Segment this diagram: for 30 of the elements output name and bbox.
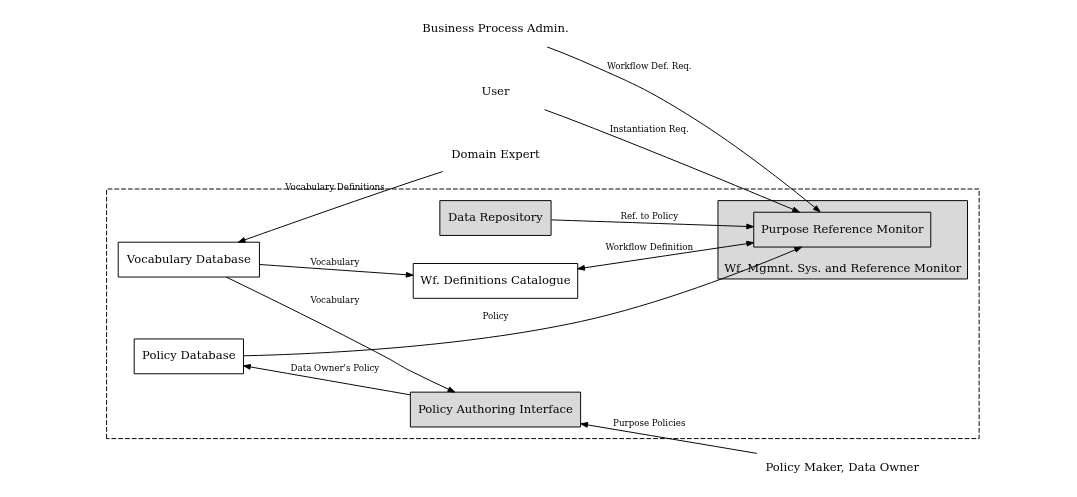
node-box: Vocabulary Database: [117, 241, 260, 278]
node-box: Wf. Definitions Catalogue: [412, 263, 578, 299]
node-text: Domain Expert: [450, 147, 540, 162]
node-text: Business Process Admin.: [421, 21, 569, 36]
edge-label: Purpose Policies: [612, 418, 685, 429]
arrow: [258, 264, 414, 278]
node-box: Policy Database: [133, 338, 244, 375]
arrow: [579, 422, 757, 454]
edge-label: Ref. to Policy: [619, 211, 678, 222]
edge-label: Workflow Definition: [604, 242, 693, 253]
node-box: Data Repository: [438, 200, 552, 236]
arrow: [543, 109, 800, 213]
edge-label: Data Owner's Policy: [290, 363, 379, 374]
arrow: [550, 219, 754, 230]
arrow: [242, 246, 802, 357]
node-text: User: [480, 84, 510, 99]
edge-label: Instantiation Req.: [609, 124, 689, 135]
node-box: Purpose Reference Monitor: [752, 211, 931, 248]
node-text: Policy Maker, Data Owner: [764, 459, 919, 474]
arrow: [576, 240, 754, 271]
arrow: [237, 171, 443, 243]
node-box: Policy Authoring Interface: [409, 391, 581, 428]
arrow: [546, 46, 821, 213]
arrow: [225, 276, 455, 393]
edge-label: Workflow Def. Req.: [606, 61, 692, 72]
arrow: [242, 364, 411, 396]
edge-label: Policy: [481, 310, 508, 321]
edge-label: Vocabulary Definitions: [284, 182, 385, 193]
edge-label: Vocabulary: [309, 295, 359, 306]
edge-label: Vocabulary: [309, 256, 359, 267]
